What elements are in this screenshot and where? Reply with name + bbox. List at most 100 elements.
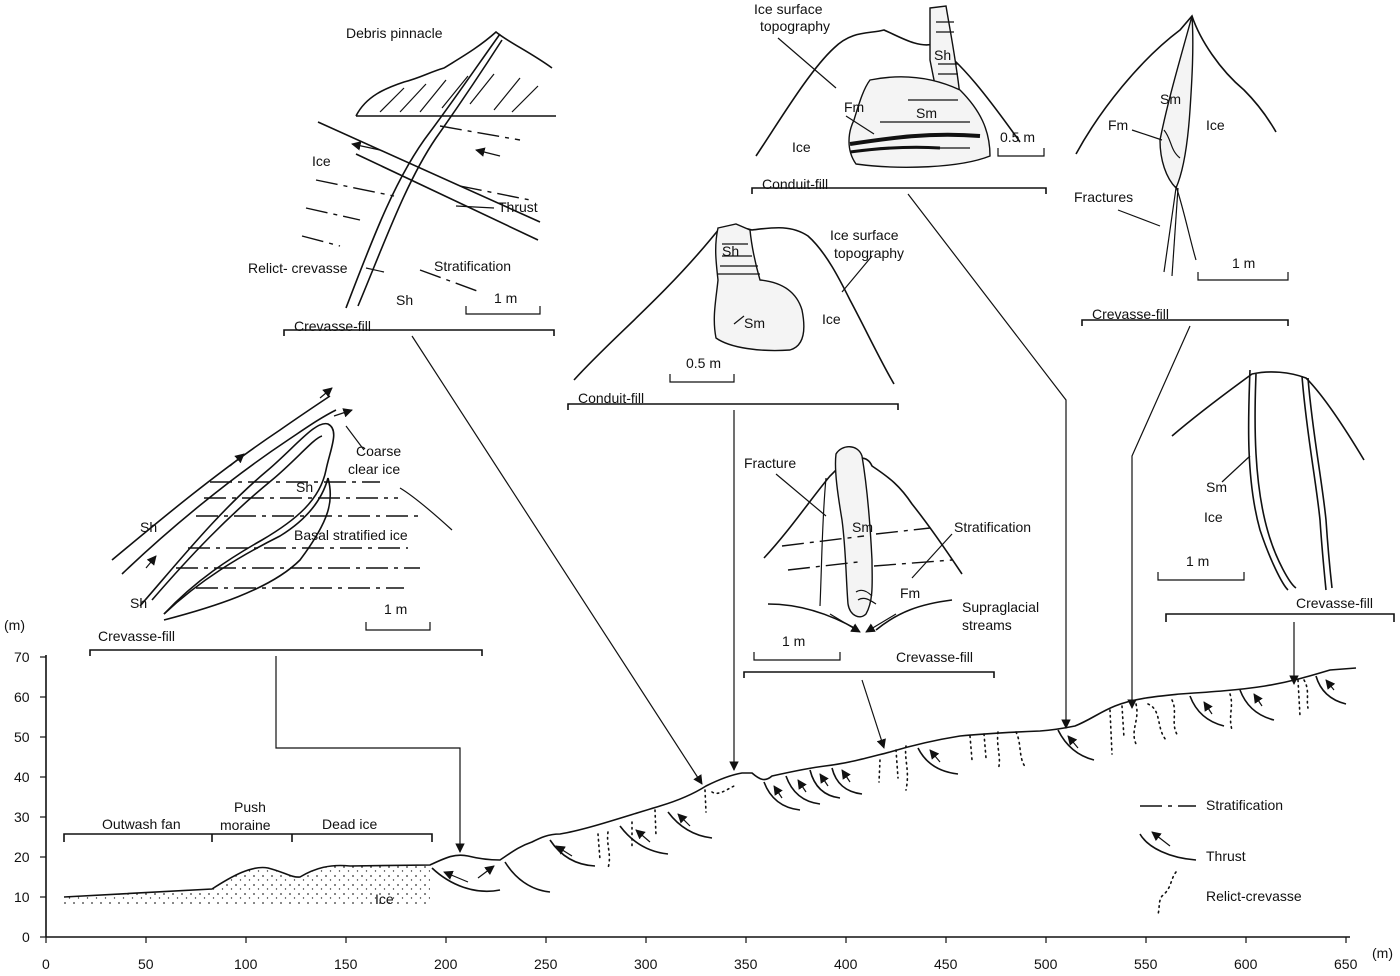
label-push: Push [234,799,266,815]
scale-bar [997,148,1045,157]
legend-relict-crevasse-symbol [1157,871,1177,915]
label-stratification: Stratification [954,519,1031,535]
label-sh: Sh [140,519,157,535]
x-tick: 350 [734,956,758,972]
debris-stipple [64,865,430,905]
label-outwash-fan: Outwash fan [102,816,181,832]
scale-bar [1197,272,1289,281]
x-tick: 200 [434,956,458,972]
caption: Conduit-fill [762,176,828,192]
scale-label: 1 m [384,601,407,617]
label-fm: Fm [844,99,864,115]
label-dead-ice: Dead ice [322,816,377,832]
y-tick: 60 [14,689,30,705]
x-tick: 0 [42,956,50,972]
scale-label: 1 m [1232,255,1255,271]
y-tick: 20 [14,849,30,865]
caption-bracket [743,671,995,678]
scale-bar [465,306,541,315]
x-tick: 50 [138,956,154,972]
label-ice: Ice [792,139,811,155]
ice-surface-line [63,667,1357,898]
label-ice-surface: Ice surface [830,227,899,243]
x-tick: 300 [634,956,658,972]
caption-bracket [89,649,483,656]
connector-lines [275,193,1299,853]
label-sm: Sm [1160,91,1181,107]
caption: Crevasse-fill [294,318,371,334]
label-sm: Sm [852,519,873,535]
label-ice-surface: Ice surface [754,1,823,17]
scale-label: 1 m [494,290,517,306]
scale-bar [1157,572,1245,581]
y-axis: (m) 0 10 20 30 40 50 60 70 [4,617,47,945]
label-topography: topography [834,245,904,261]
legend-thrust-symbol [1139,833,1197,861]
x-unit: (m) [1372,945,1393,961]
relict-crevasses [597,679,1309,869]
scale-label: 0.5 m [686,355,721,371]
panel-crevasse-fill-top-right: Sm Fm Ice Fractures 1 m Crevasse-fill [1074,14,1289,326]
scale-label: 1 m [782,633,805,649]
label-sm: Sm [744,315,765,331]
label-topography: topography [760,18,830,34]
y-tick: 30 [14,809,30,825]
x-tick: 650 [1334,956,1358,972]
panel-conduit-fill-middle: Sh Sm Ice Ice surface topography 0.5 m C… [567,223,904,410]
label-sh: Sh [396,292,413,308]
label-coarse: Coarse [356,443,401,459]
x-tick: 550 [1134,956,1158,972]
legend-relict-crevasse-label: Relict-crevasse [1206,888,1302,904]
label-fm: Fm [900,585,920,601]
label-moraine: moraine [220,817,271,833]
panel-conduit-fill-top: Ice surface topography Sh Fm Sm Ice 0.5 … [751,1,1047,194]
scale-bar [669,374,735,383]
label-basal-stratified-ice: Basal stratified ice [294,527,408,543]
label-relict-crevasse: Relict- crevasse [248,260,348,276]
y-tick: 40 [14,769,30,785]
panel-crevasse-fill-right: Sm Ice 1 m Crevasse-fill [1157,369,1395,622]
label-ice: Ice [375,891,394,907]
label-stratification: Stratification [434,258,511,274]
scale-bar [365,622,431,631]
panel-crevasse-fill-left: Coarse clear ice Basal stratified ice Sh… [89,387,483,656]
thrust-arcs [431,675,1347,893]
x-tick: 250 [534,956,558,972]
x-tick: 150 [334,956,358,972]
legend: Stratification Thrust Relict-crevasse [1139,797,1302,915]
label-ice: Ice [1204,509,1223,525]
scale-label: 1 m [1186,553,1209,569]
label-sh: Sh [934,47,951,63]
thrust-arrows [443,679,1336,883]
label-streams: streams [962,617,1012,633]
y-tick: 50 [14,729,30,745]
scale-label: 0.5 m [1000,129,1035,145]
label-sh: Sh [130,595,147,611]
caption-bracket [751,187,1047,194]
y-tick: 10 [14,889,30,905]
label-debris-pinnacle: Debris pinnacle [346,25,443,41]
caption: Conduit-fill [578,390,644,406]
caption: Crevasse-fill [98,628,175,644]
label-thrust: Thrust [498,199,538,215]
caption-bracket [1165,613,1395,622]
scale-bar [753,652,841,661]
label-fm: Fm [1108,117,1128,133]
panel-crevasse-fill-center: Fracture Sm Fm Stratification Supraglaci… [743,446,1039,678]
caption-bracket [567,403,899,410]
x-tick: 450 [934,956,958,972]
x-tick: 100 [234,956,258,972]
panel-crevasse-fill-debris-pinnacle: Debris pinnacle Ice Thrust Relict- creva… [248,25,556,336]
caption: Crevasse-fill [896,649,973,665]
label-fracture: Fracture [744,455,796,471]
legend-stratification-label: Stratification [1206,797,1283,813]
label-ice: Ice [1206,117,1225,133]
label-sm: Sm [916,105,937,121]
caption: Crevasse-fill [1092,306,1169,322]
x-tick: 500 [1034,956,1058,972]
label-ice: Ice [822,311,841,327]
label-fractures: Fractures [1074,189,1133,205]
x-tick: 600 [1234,956,1258,972]
y-tick: 0 [22,929,30,945]
